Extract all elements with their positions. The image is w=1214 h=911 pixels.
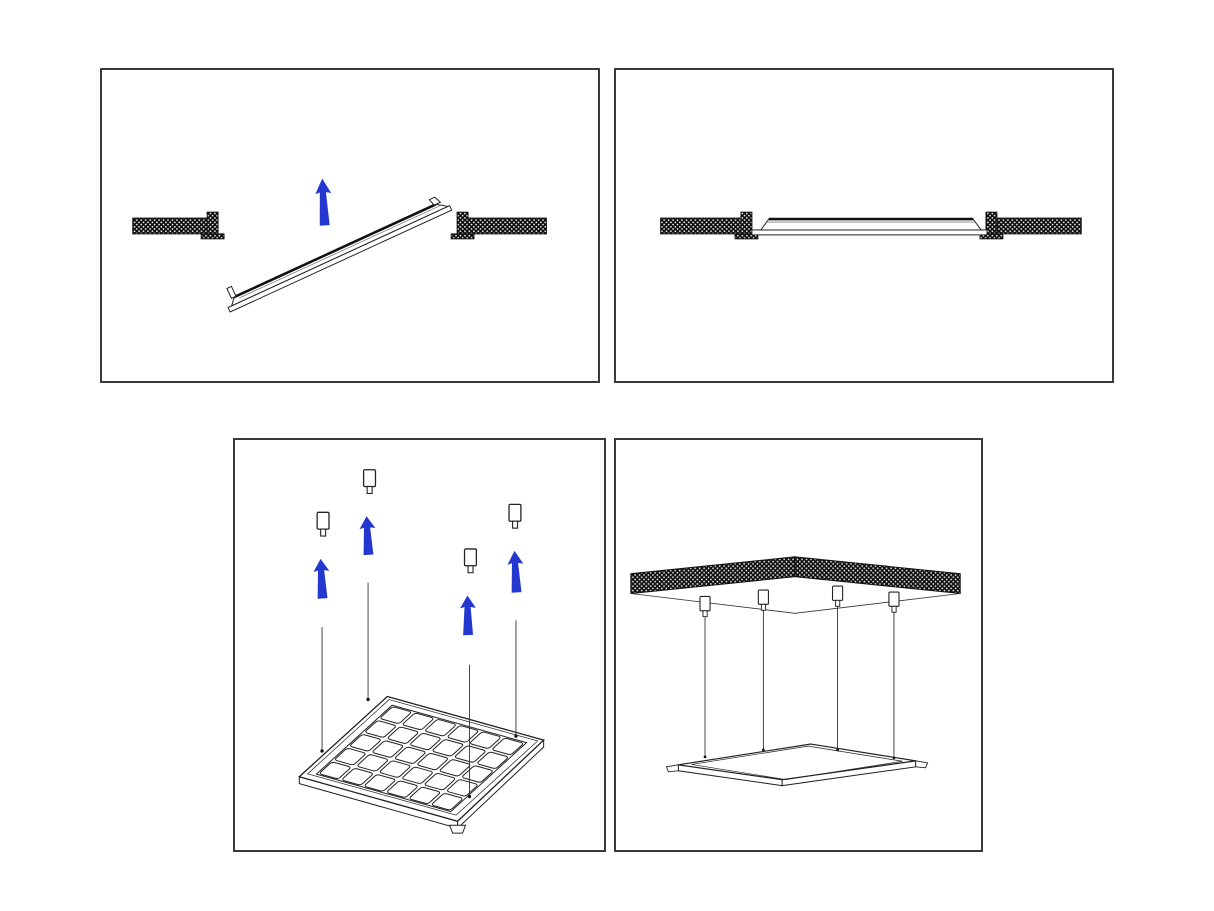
suspension-screw-fitting [362, 469, 377, 495]
grid-cell [319, 762, 351, 779]
up-arrow-icon [314, 178, 334, 226]
ceiling-section-right [979, 211, 1082, 240]
screw-points [320, 697, 518, 799]
grid-cell [401, 767, 433, 784]
ceiling-slab-isometric [630, 556, 961, 614]
t-bar-bracket-left [740, 211, 753, 235]
grid-cell [439, 759, 471, 776]
suspension-screw-fitting [888, 591, 900, 613]
ceiling-section-left [132, 211, 225, 240]
t-bar-bracket-right [456, 211, 469, 235]
suspended-panel-isometric [665, 743, 929, 787]
grid-cell [379, 761, 411, 778]
suspension-screw-fitting [463, 548, 478, 574]
step-1-insert-panel-frame [100, 68, 600, 383]
panel-end-flange [226, 285, 237, 299]
panel-lip-right [915, 760, 929, 769]
panel-end-tab [428, 196, 442, 206]
grid-cell [432, 739, 464, 756]
up-arrow-icon [506, 550, 526, 593]
grid-cell [386, 781, 418, 798]
grid-cell [431, 793, 463, 810]
grid-cell [334, 748, 366, 765]
up-arrow-icon [459, 595, 477, 636]
grid-cell [461, 765, 493, 782]
up-arrow-icon [312, 558, 332, 599]
grid-cell [409, 787, 441, 804]
grid-cell [492, 738, 524, 755]
ceiling-section-left [660, 211, 759, 240]
led-panel-seated [751, 217, 988, 236]
ceiling-section-right [450, 211, 547, 240]
led-panel-tilted [226, 196, 453, 313]
grid-cell [424, 719, 456, 736]
suspension-screw-fitting [757, 589, 769, 611]
panel-back-grid [319, 707, 524, 811]
grid-cell [476, 752, 508, 769]
grid-cell [380, 707, 412, 724]
grid-cell [364, 720, 396, 737]
panel-lip-left [665, 764, 679, 773]
wire-anchor-points [703, 748, 896, 760]
grid-cell [341, 768, 373, 785]
step-3-attach-suspension-fittings [233, 438, 606, 852]
grid-cell [387, 727, 419, 744]
grid-cell [454, 745, 486, 762]
grid-cell [469, 732, 501, 749]
grid-cell [409, 733, 441, 750]
step-2-panel-installed-recessed [614, 68, 1114, 383]
grid-cell [402, 713, 434, 730]
grid-cell [424, 773, 456, 790]
suspension-wires [704, 606, 895, 758]
grid-cell [349, 734, 381, 751]
grid-cell [372, 740, 404, 757]
suspension-screw-fitting [699, 595, 711, 618]
up-arrow-icon [358, 515, 378, 556]
grid-cell [364, 774, 396, 791]
grid-cell [417, 753, 449, 770]
t-bar-bracket-left [206, 211, 219, 235]
panel-corner-foot [448, 824, 467, 834]
grid-cell [357, 754, 389, 771]
grid-cell [394, 747, 426, 764]
step-4-suspended-mounting [614, 438, 983, 852]
suspension-screw-fitting [508, 503, 522, 529]
suspension-screw-fitting [831, 585, 844, 607]
t-bar-bracket-right [985, 211, 998, 235]
panel-back-isometric [298, 695, 545, 834]
suspension-wires [321, 582, 517, 797]
ceiling-underside-edges [630, 593, 961, 614]
suspension-screw-fitting [316, 511, 330, 537]
